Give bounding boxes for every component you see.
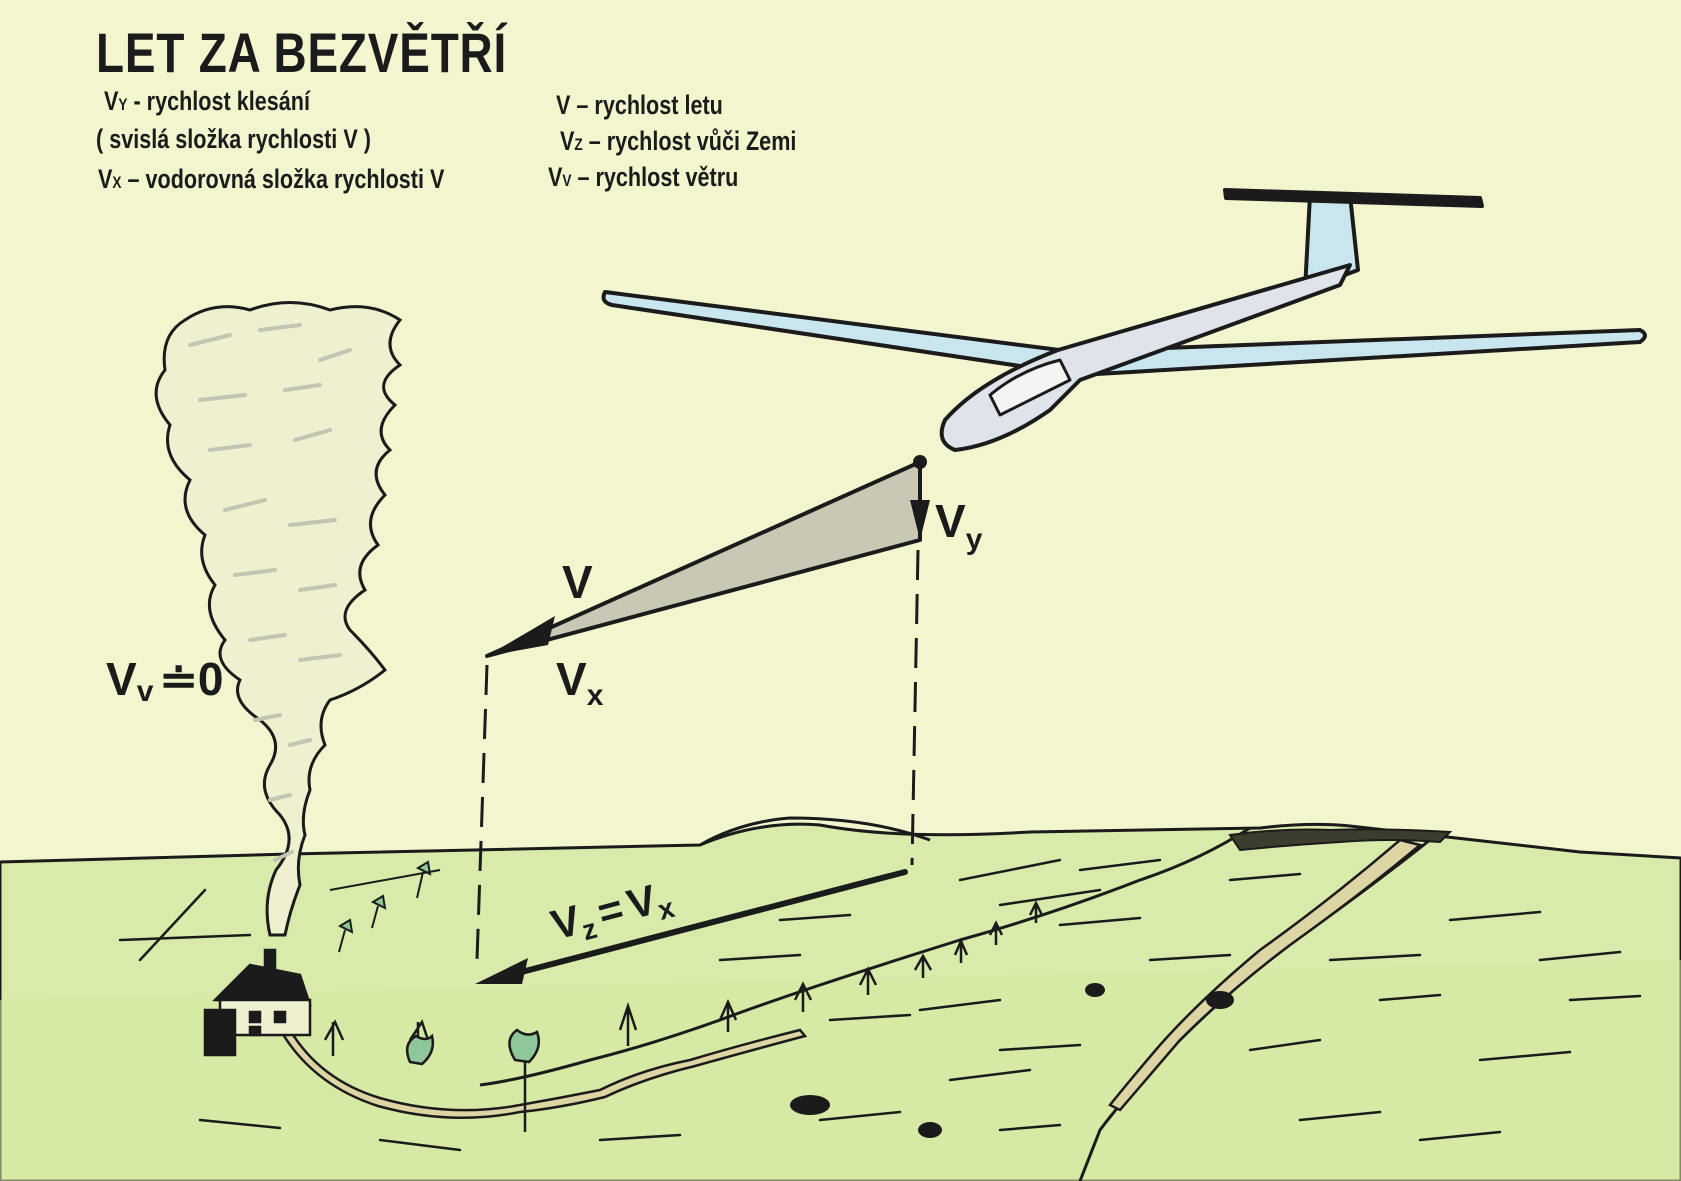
legend-sym: V: [104, 86, 119, 116]
glider-canopy: [988, 358, 1072, 417]
v-arrowhead: [487, 616, 555, 656]
hill-line: [699, 816, 931, 847]
ground-lower-tint: [0, 960, 1681, 1181]
valley-track: [1108, 838, 1423, 1112]
forest-edge: [1228, 828, 1453, 852]
legend-sym: V: [548, 162, 563, 192]
label-vy: Vy: [935, 495, 983, 556]
house: [203, 948, 312, 1057]
bushes: [790, 983, 1234, 1138]
legend-item-vz: VZ – rychlost vůči Zemi: [560, 126, 796, 157]
label-vx: Vx: [556, 653, 604, 712]
legend-sym: V: [98, 164, 113, 194]
label-vx-main: V: [556, 653, 587, 705]
label-wind-main: V: [106, 653, 137, 705]
origin-dot: [913, 455, 927, 469]
glider-stabilizer: [1223, 188, 1484, 208]
label-wind-rel: ≐0: [159, 653, 223, 705]
glider-right-wing: [1058, 328, 1647, 377]
page-title: LET ZA BEZVĚTŘÍ: [96, 21, 508, 84]
legend-sub: Z: [574, 135, 583, 154]
small-trees-left: [329, 860, 441, 953]
smoke-dashes: [188, 323, 352, 862]
label-vy-main: V: [935, 495, 966, 547]
glider-left-wing: [601, 290, 1077, 374]
ground-speed-line: [507, 869, 908, 978]
label-vy-sub: y: [966, 523, 983, 556]
legend-text: – vodorovná složka rychlosti V: [121, 164, 445, 194]
legend-item-vy-note: ( svislá složka rychlosti V ): [96, 124, 371, 155]
legend-item-v: V – rychlost letu: [556, 90, 723, 121]
legend-item-vx: VX – vodorovná složka rychlosti V: [98, 164, 444, 195]
legend-sym: V: [556, 90, 571, 120]
glider-fuselage: [939, 263, 1352, 452]
legend-sub: V: [562, 171, 572, 190]
label-wind-sub: v: [137, 675, 154, 708]
field-strokes: [118, 858, 1642, 1152]
projection-lines: [475, 549, 920, 961]
glider: [601, 188, 1647, 452]
legend-text: – rychlost vůči Zemi: [582, 126, 797, 156]
label-wind-speed: Vv≐0: [106, 653, 224, 708]
legend-sub: X: [112, 173, 122, 192]
smoke-plume: [154, 301, 403, 937]
green-trees: [405, 1028, 540, 1132]
ground-speed-arrowhead: [475, 958, 528, 984]
legend-sym: V: [560, 126, 575, 156]
legend-text: - rychlost klesání: [127, 86, 310, 116]
label-vx-sub: x: [587, 679, 604, 712]
legend-text: – rychlost letu: [570, 90, 723, 120]
legend-item-vy: VY - rychlost klesání: [104, 86, 310, 117]
legend-text: ( svislá složka rychlosti V ): [96, 124, 371, 154]
vy-arrowhead: [910, 500, 930, 540]
field-edge: [479, 826, 1251, 1087]
legend-item-vv: VV – rychlost větru: [548, 162, 738, 193]
legend-sub: Y: [118, 95, 128, 114]
legend-text: – rychlost větru: [571, 162, 739, 192]
road: [282, 1027, 808, 1119]
label-v: V: [562, 556, 593, 608]
